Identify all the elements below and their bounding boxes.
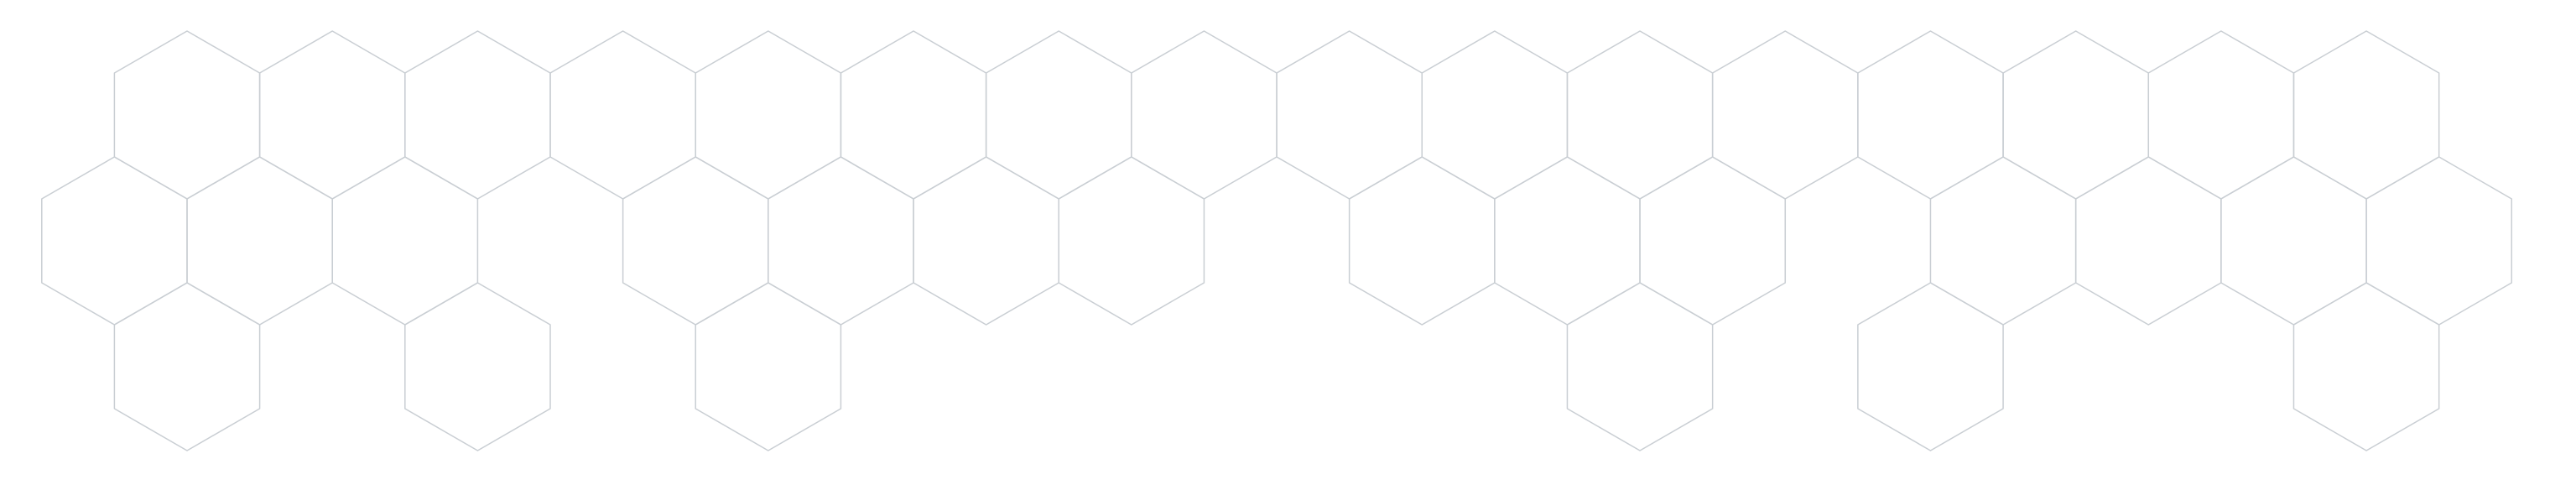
hexagon-cell [331, 156, 479, 326]
hexagon-cell [1929, 156, 2077, 326]
hexagon-cell [1494, 156, 1641, 326]
hexagon-cell [2074, 156, 2222, 326]
hexagon-cell [1421, 30, 1569, 200]
hexagon-cell [768, 156, 914, 326]
hexagon-cell [2002, 30, 2150, 200]
hexagon-cell [1566, 282, 1714, 451]
hexagon-cell [1131, 30, 1278, 200]
hexagon-cell [1276, 30, 1423, 200]
hexagon-cell [2365, 156, 2513, 326]
hexagon-cell [1639, 156, 1787, 326]
hexagon-cell [2220, 156, 2367, 326]
hexagon-cell [186, 156, 333, 326]
hexagon-cell [41, 156, 188, 326]
hexagon-cell [404, 282, 551, 451]
hexagon-cell [2147, 30, 2295, 200]
hexagon-cell [913, 156, 1059, 326]
hexagon-cell [1348, 156, 1496, 326]
hexagon-cell [2292, 282, 2440, 451]
hexagon-cell [1566, 30, 1714, 200]
hexagon-cell [1058, 156, 1205, 326]
hexagon-cell [113, 282, 261, 451]
hexagon-cell [985, 30, 1132, 200]
hexagon-cell [1711, 30, 1859, 200]
hexagon-cell [695, 30, 842, 200]
hexagon-cell [258, 30, 406, 200]
hexagon-cell [2292, 30, 2440, 200]
hexagon-cell [840, 30, 987, 200]
hexagon-cell [404, 30, 551, 200]
hexagon-cell [622, 156, 769, 326]
hexagon-cell [549, 30, 696, 200]
hexagon-cell [695, 282, 842, 451]
hexagon-cell [1857, 30, 2004, 200]
hexagon-cell [113, 30, 261, 200]
hexagon-cell [1857, 282, 2004, 451]
